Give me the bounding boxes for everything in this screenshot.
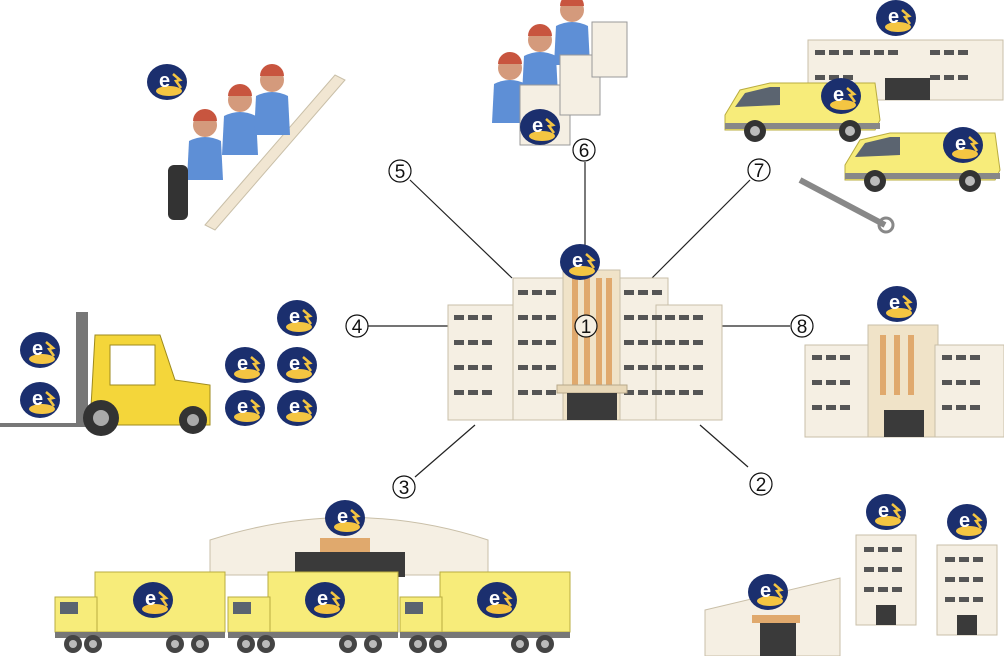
branch-buildings-illustration: [704, 535, 997, 656]
connector-lines: [368, 162, 790, 478]
callout-4: 4: [345, 314, 369, 338]
stock-logo-3-icon: [275, 298, 319, 338]
forklift-illustration: [0, 312, 211, 436]
callout-6: 6: [572, 138, 596, 162]
office-logo-icon: [875, 284, 919, 324]
stock-logo-6-icon: [223, 388, 267, 428]
van-logo-icon: [819, 76, 863, 116]
callout-3-label: 3: [399, 478, 410, 499]
connector-7: [651, 179, 751, 279]
callout-1-label: 1: [581, 317, 592, 338]
truck-3-logo-icon: [475, 580, 519, 620]
stock-logo-7-icon: [275, 388, 319, 428]
connector-3: [414, 424, 476, 478]
connector-2: [699, 424, 749, 468]
callout-5: 5: [388, 159, 412, 183]
callout-2-label: 2: [756, 475, 767, 496]
truck-2-logo-icon: [303, 580, 347, 620]
callout-8: 8: [790, 314, 814, 338]
stock-logo-5-icon: [275, 345, 319, 385]
callout-7: 7: [747, 158, 771, 182]
stock-logo-2-icon: [18, 380, 62, 420]
hub-logo-icon: [558, 242, 602, 282]
regional-office-illustration: [804, 324, 1004, 438]
branch-logo-3-icon: [945, 502, 989, 542]
callout-1: 1: [574, 314, 598, 338]
callout-8-label: 8: [797, 317, 808, 338]
call-center-illustration: [168, 64, 346, 231]
logistics-hub-logo-icon: [323, 498, 367, 538]
callout-5-label: 5: [395, 162, 406, 183]
stock-logo-1-icon: [18, 330, 62, 370]
callout-3: 3: [392, 475, 416, 499]
branch-logo-1-icon: [746, 572, 790, 612]
van-2-logo-icon: [941, 125, 985, 165]
call-center-logo-icon: [145, 62, 189, 102]
callout-6-label: 6: [579, 141, 590, 162]
assembly-logo-icon: [518, 107, 562, 147]
callout-4-label: 4: [352, 317, 363, 338]
branch-logo-2-icon: [864, 492, 908, 532]
logistics-illustration: [54, 517, 571, 654]
connector-5: [409, 179, 513, 279]
callout-2: 2: [749, 472, 773, 496]
callout-7-label: 7: [754, 161, 765, 182]
headquarters-building: [447, 269, 723, 421]
truck-1-logo-icon: [131, 580, 175, 620]
stock-logo-4-icon: [223, 345, 267, 385]
depot-logo-icon: [874, 0, 918, 38]
